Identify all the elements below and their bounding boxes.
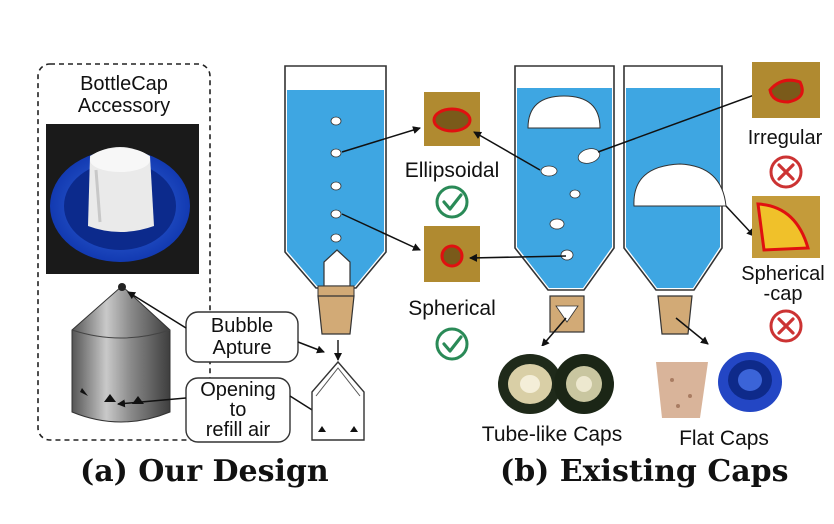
checkmark-icon: [435, 327, 469, 361]
bottle-our-design: [284, 65, 387, 335]
dashed-frame: [37, 63, 211, 441]
spherical-cap-label-line1: Spherical: [741, 263, 825, 285]
spherical-cap-photo: [752, 196, 820, 258]
ellipsoidal-photo: [424, 92, 480, 146]
bottle-tube-cap: [514, 65, 615, 333]
cross-icon: [769, 155, 803, 189]
irregular-photo: [752, 62, 820, 118]
tube-caps-photo: [496, 346, 616, 418]
callout-bubble-line1: Bubble: [210, 315, 274, 337]
accessory-title-line2: Accessory: [77, 95, 171, 117]
caption-our-design: (a) Our Design: [80, 454, 329, 489]
callout-opening-box: [185, 377, 291, 443]
cross-icon: [769, 309, 803, 343]
spherical-cap-label-line2: -cap: [763, 283, 803, 305]
spherical-label: Spherical: [408, 297, 496, 320]
flat-caps-label: Flat Caps: [679, 427, 769, 450]
irregular-label: Irregular: [747, 127, 823, 149]
bottlecap-photo: [46, 124, 199, 274]
tube-caps-label: Tube-like Caps: [481, 423, 623, 446]
cone-model: [71, 283, 171, 423]
callout-bubble-box: [185, 311, 299, 363]
schematic-cap: [311, 340, 365, 441]
bottle-flat-cap: [623, 65, 727, 335]
accessory-title-line1: BottleCap: [80, 73, 168, 95]
callout-opening-line1: Opening: [200, 379, 276, 401]
caption-existing-caps: (b) Existing Caps: [500, 454, 789, 489]
flat-caps-photo: [656, 352, 782, 418]
checkmark-icon: [435, 185, 469, 219]
callout-opening-line3: refill air: [205, 419, 271, 441]
ellipsoidal-label: Ellipsoidal: [404, 159, 500, 182]
callout-opening-line2: to: [229, 399, 247, 421]
callout-bubble-line2: Apture: [212, 337, 272, 359]
spherical-photo: [424, 226, 480, 282]
